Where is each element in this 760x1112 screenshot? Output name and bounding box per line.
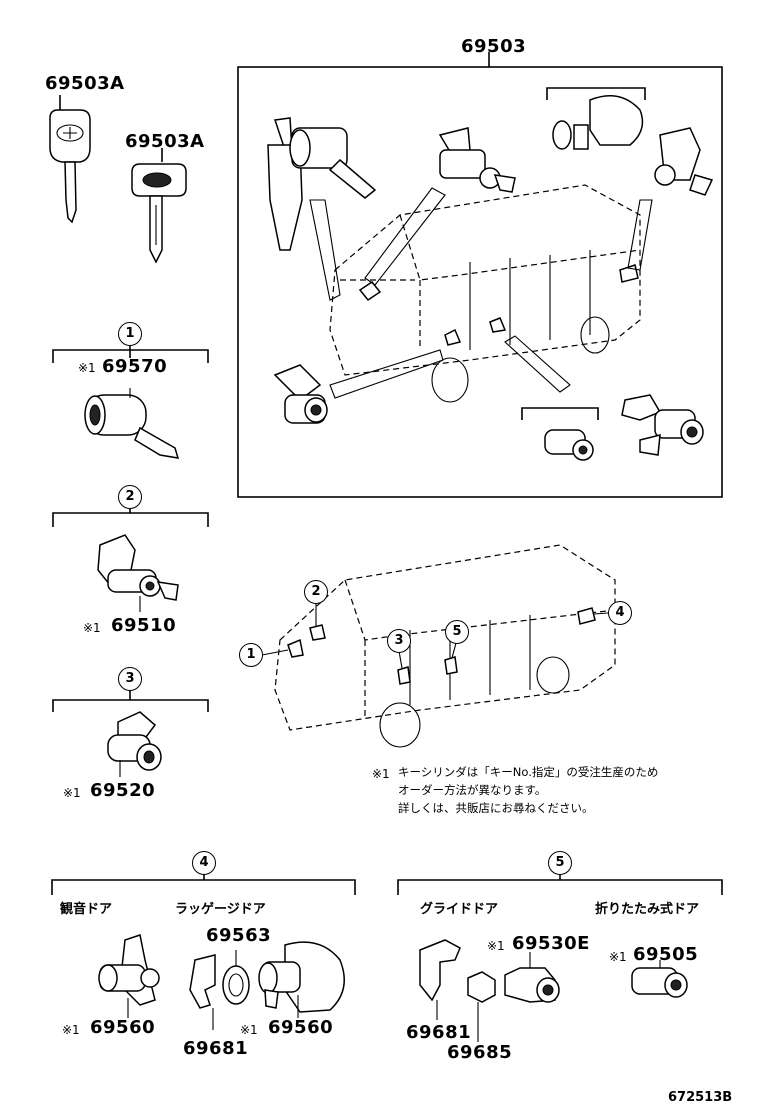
bracket-69681-luggage-illustration: [189, 954, 216, 1030]
lock-illustration-d: [273, 364, 328, 424]
key-icon-2: [131, 148, 187, 264]
folding-cylinder-mark: ※1: [609, 950, 627, 964]
folding-cylinder-part-number: 69505: [633, 944, 699, 965]
group-2-part-number: 69510: [111, 615, 177, 636]
luggage-door-label: ラッゲージドア: [175, 902, 266, 917]
group-1-mark: ※1: [78, 361, 96, 375]
cylinder-69530E-illustration: [504, 952, 560, 1003]
note-line-1: キーシリンダは「キーNo.指定」の受注生産のため: [398, 765, 659, 779]
van-callout-5: 5: [445, 620, 469, 644]
slide-cylinder-part-number: 69530E: [512, 933, 590, 954]
ring-69563-illustration: [222, 950, 250, 1005]
group-3-part-number: 69520: [90, 780, 156, 801]
folding-door-label: 折りたたみ式ドア: [595, 902, 700, 917]
arrow-5: [504, 335, 571, 393]
luggage-cylinder-mark: ※1: [240, 1023, 258, 1037]
luggage-ring-part-number: 69563: [206, 925, 272, 946]
van-callout-3: 3: [387, 629, 411, 653]
group-4-callout: 4: [192, 851, 216, 875]
slide-ring-part-number: 69685: [447, 1042, 513, 1063]
back-door-part-number: 69560: [90, 1017, 156, 1038]
arrow-1: [309, 199, 341, 301]
arrow-3: [627, 199, 653, 271]
main-assembly-frame: [237, 66, 723, 498]
main-part-number: 69503: [461, 36, 527, 57]
group-1-part-number: 69570: [102, 356, 168, 377]
group-2-mark: ※1: [83, 621, 101, 635]
back-door-label: 観音ドア: [60, 902, 113, 917]
arrow-2: [364, 187, 446, 286]
lock-illustration-b: [552, 95, 644, 150]
note-mark: ※1: [372, 767, 390, 781]
slide-bracket-part-number: 69681: [406, 1022, 472, 1043]
cylinder-69510-illustration: [97, 534, 179, 612]
figure-code: 672513B: [668, 1090, 733, 1105]
cylinder-69570-illustration: [84, 388, 180, 459]
van-callout-4: 4: [608, 601, 632, 625]
cylinder-69520-illustration: [107, 711, 162, 777]
group-1-callout: 1: [118, 322, 142, 346]
lock-illustration-c: [654, 127, 714, 196]
cylinder-69560-luggage-illustration: [258, 941, 345, 1018]
lock-illustration-a: [438, 127, 516, 193]
slide-cylinder-mark: ※1: [487, 939, 505, 953]
group-5-callout: 5: [548, 851, 572, 875]
van-callout-2: 2: [304, 580, 328, 604]
bracket-69681-slide-illustration: [419, 939, 461, 1020]
note-line-3: 詳しくは、共販店にお尋ねください。: [398, 801, 594, 815]
luggage-bracket-part-number: 69681: [183, 1038, 249, 1059]
slide-door-label: グライドドア: [420, 902, 499, 917]
key-part-number-2: 69503A: [125, 131, 205, 152]
key-part-number-1: 69503A: [45, 73, 125, 94]
cylinder-69505-illustration: [631, 960, 688, 998]
lock-illustration-f: [621, 394, 704, 456]
group-3-callout: 3: [118, 667, 142, 691]
key-set-illustration: [267, 117, 377, 251]
arrow-4: [329, 349, 444, 399]
key-icon-1: [49, 95, 91, 224]
lock-illustration-e: [544, 429, 594, 461]
luggage-cylinder-part-number: 69560: [268, 1017, 334, 1038]
group-2-callout: 2: [118, 485, 142, 509]
group-3-mark: ※1: [63, 786, 81, 800]
note-line-2: オーダー方法が異なります。: [398, 783, 547, 797]
back-door-mark: ※1: [62, 1023, 80, 1037]
van-callout-1: 1: [239, 643, 263, 667]
cylinder-69560-back-illustration: [98, 934, 160, 1018]
ring-69685-illustration: [467, 971, 496, 1042]
van-illustration-bottom: [274, 544, 616, 748]
van-illustration-top: [329, 184, 641, 403]
